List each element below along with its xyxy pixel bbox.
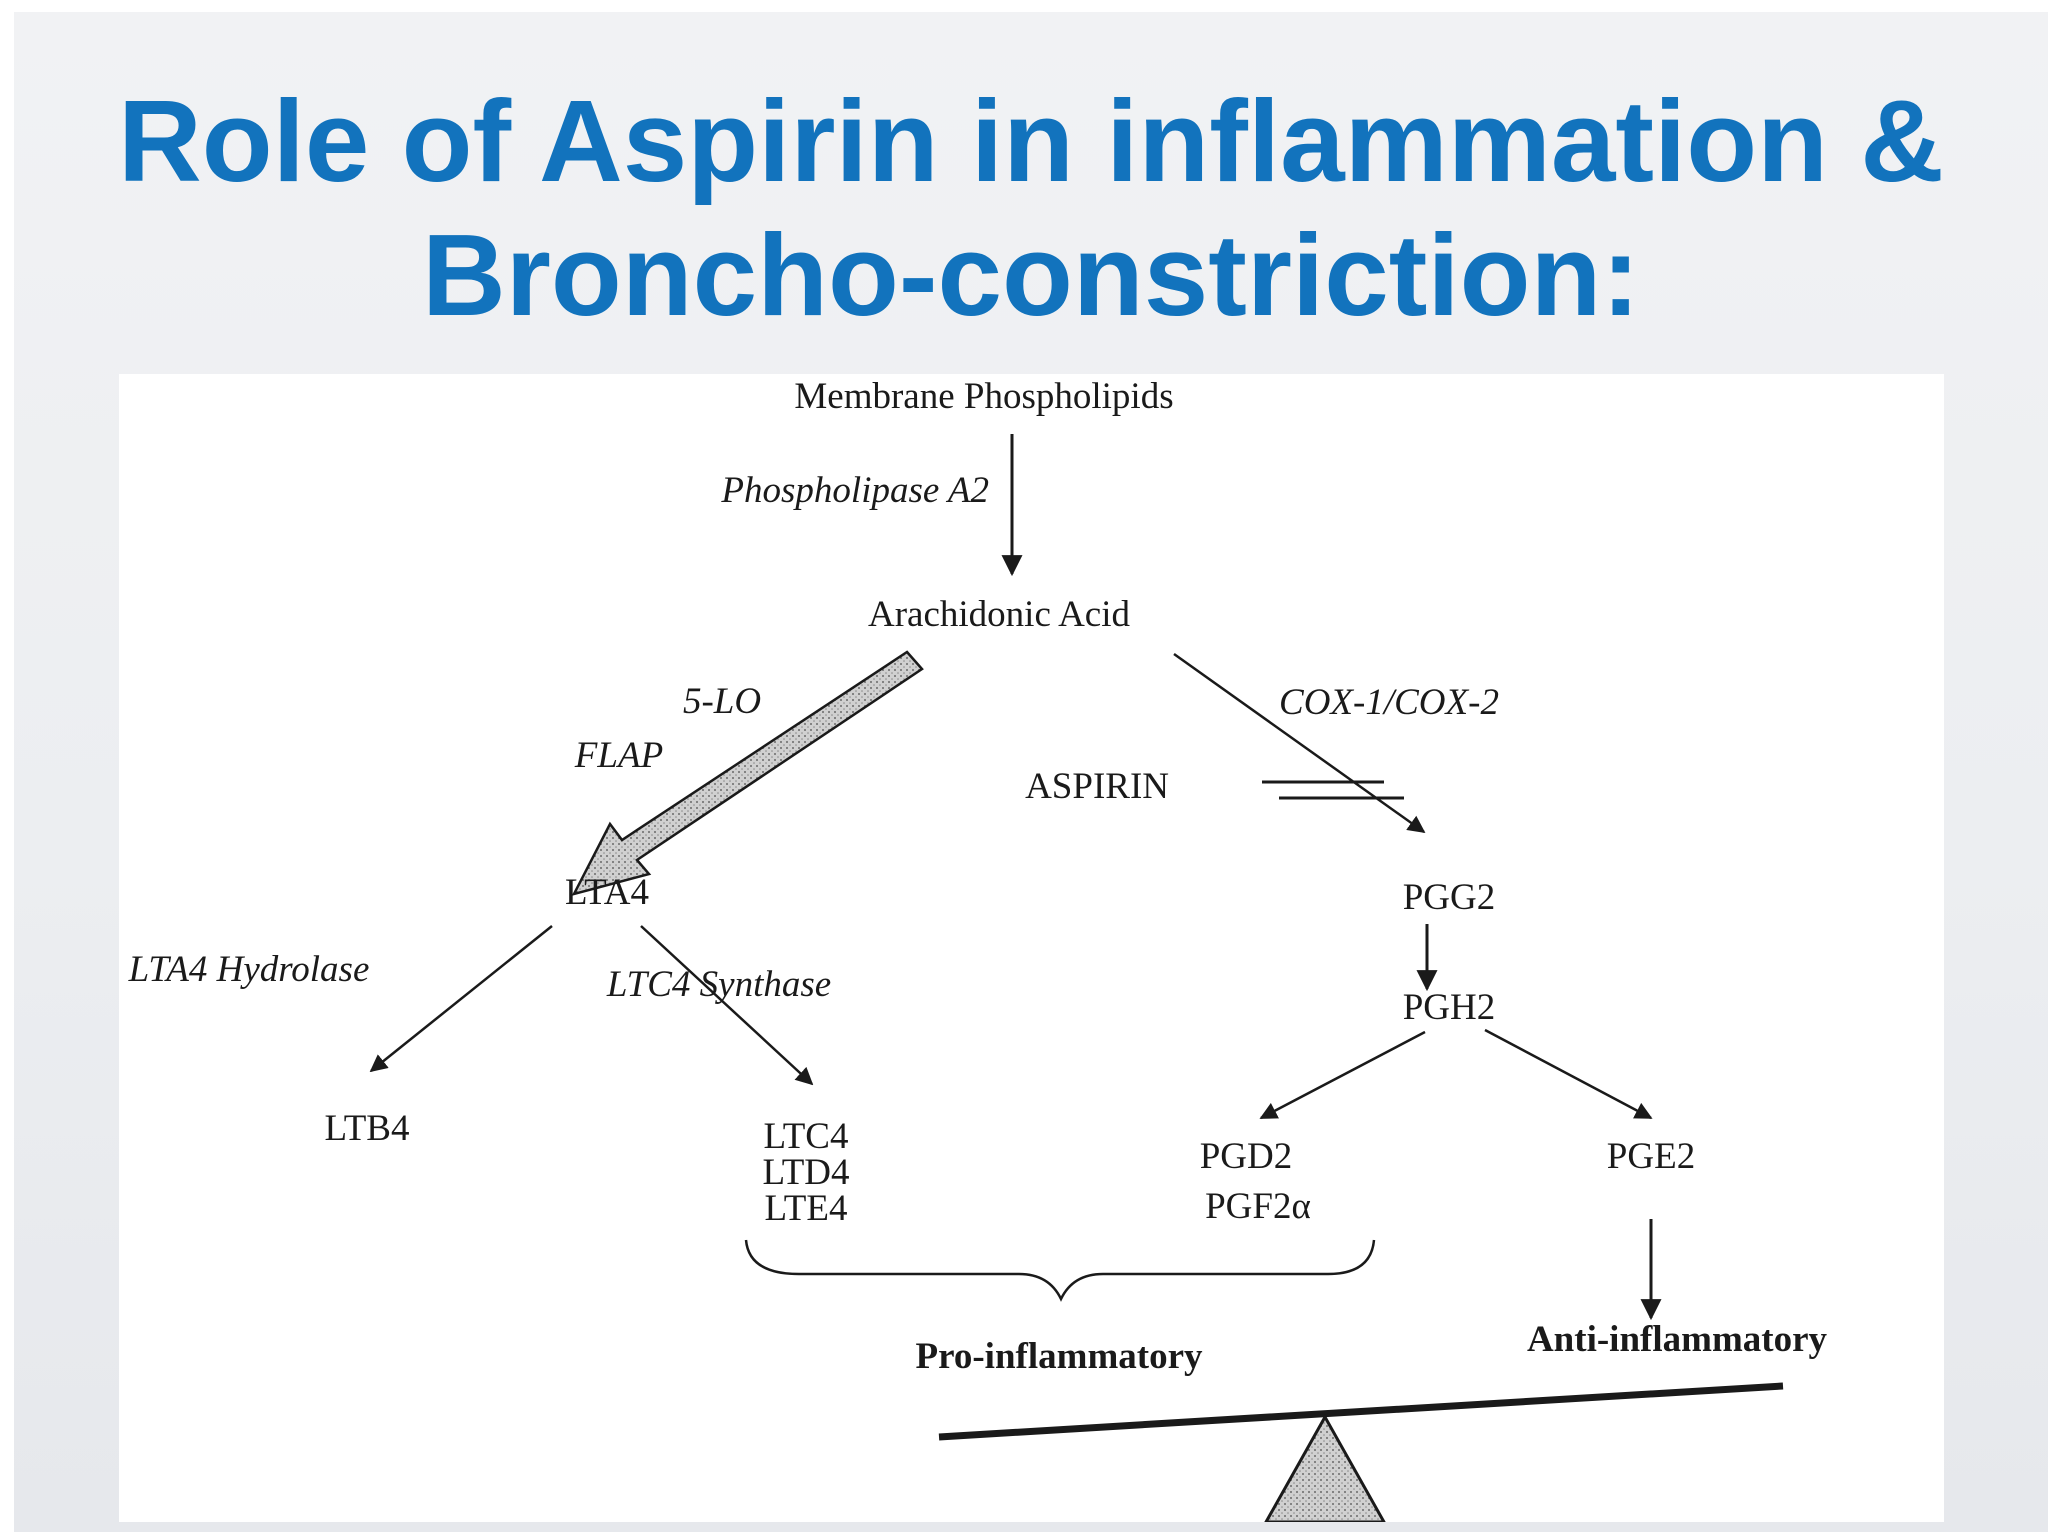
node-ltd4: LTD4 — [762, 1152, 849, 1193]
node-pgd2: PGD2 — [1200, 1136, 1293, 1177]
node-ltb4: LTB4 — [325, 1108, 410, 1149]
pathway-svg: Membrane Phospholipids Phospholipase A2 … — [128, 376, 1828, 1522]
node-ltc4: LTC4 — [764, 1116, 849, 1157]
slide-title: Role of Aspirin in inflammation & Bronch… — [14, 74, 2048, 342]
arrow-to-ltc4 — [640, 925, 814, 1086]
inhibitor-aspirin: ASPIRIN — [1025, 766, 1169, 807]
node-pgg2: PGG2 — [1403, 877, 1496, 918]
scale-fulcrum — [1264, 1413, 1386, 1522]
node-pge2: PGE2 — [1607, 1136, 1695, 1177]
enzyme-cox-1-cox-2: COX-1/COX-2 — [1279, 682, 1499, 723]
enzyme-5-lo: 5-LO — [683, 681, 761, 722]
enzyme-flap: FLAP — [574, 735, 663, 776]
node-membrane-phospholipids: Membrane Phospholipids — [794, 376, 1173, 417]
enzyme-lta4-hydrolase: LTA4 Hydrolase — [128, 949, 370, 990]
outcome-pro-inflammatory: Pro-inflammatory — [915, 1336, 1203, 1377]
node-arachidonic-acid: Arachidonic Acid — [868, 594, 1130, 635]
slide: Role of Aspirin in inflammation & Bronch… — [14, 12, 2048, 1532]
arrow-cox — [1173, 652, 1426, 834]
pathway-diagram: Membrane Phospholipids Phospholipase A2 … — [119, 374, 1944, 1522]
arrow-to-pgd2 — [1259, 1030, 1426, 1120]
outcome-anti-inflammatory: Anti-inflammatory — [1527, 1319, 1828, 1360]
title-line-1: Role of Aspirin in inflammation & — [118, 76, 1944, 206]
arrow-to-pge2 — [1484, 1028, 1653, 1120]
node-pgf2a: PGF2α — [1205, 1186, 1311, 1227]
arrow-to-ltb4 — [369, 925, 553, 1073]
grouping-brace — [744, 1239, 1376, 1302]
scale-beam — [938, 1382, 1784, 1441]
node-lta4: LTA4 — [565, 872, 649, 913]
node-pgh2: PGH2 — [1403, 987, 1496, 1028]
title-line-2: Broncho-constriction: — [422, 210, 1640, 340]
enzyme-phospholipase-a2: Phospholipase A2 — [720, 470, 989, 511]
arrow-5lo-flap — [571, 650, 924, 896]
node-lte4: LTE4 — [765, 1188, 848, 1229]
